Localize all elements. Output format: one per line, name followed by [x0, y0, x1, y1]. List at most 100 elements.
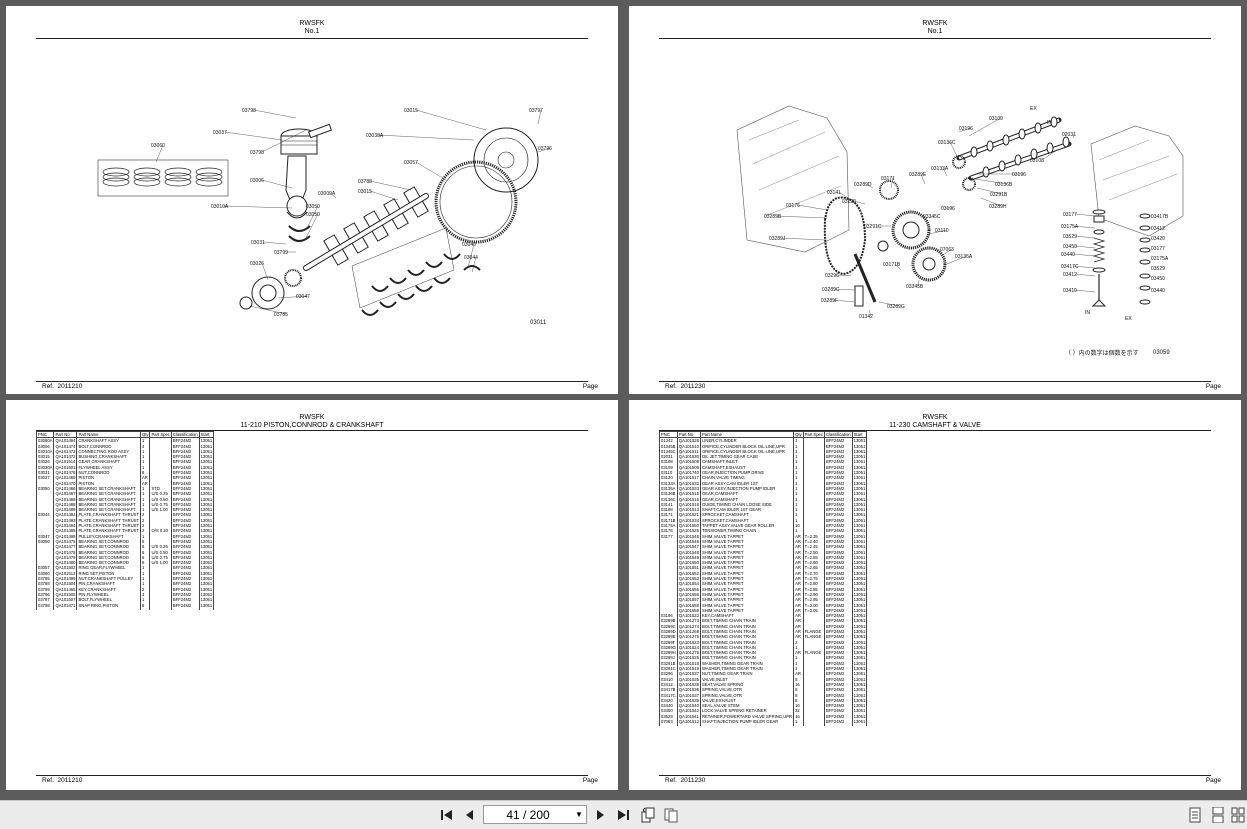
part-callout: 03440: [1151, 288, 1165, 294]
part-callout: 03108: [1030, 158, 1044, 164]
leader-line: [958, 127, 972, 133]
table-cell: [802, 501, 825, 508]
table-cell: 03057: [35, 565, 55, 571]
table-cell: 13051: [198, 470, 215, 476]
table-cell: 13051: [851, 597, 868, 603]
leader-line: [940, 248, 953, 257]
rotate-button[interactable]: [638, 805, 658, 825]
table-cell: SHIM,VALVE TAPPET: [699, 554, 795, 561]
part-callout: 03176: [786, 203, 800, 209]
table-cell: 13051: [851, 613, 868, 619]
continuous-view-button[interactable]: [1208, 805, 1228, 825]
table-cell: 13051: [198, 549, 215, 555]
table-cell: QA101269: [676, 628, 701, 635]
table-cell: BFF24M2: [823, 480, 853, 486]
piston-ring: [133, 167, 161, 177]
cam-lobe: [970, 146, 978, 158]
table-cell: QA101468: [53, 496, 78, 502]
table-cell: SHIM,VALVE TAPPET: [699, 586, 795, 592]
table-cell: QA101524: [676, 644, 701, 651]
table-cell: 13051: [851, 454, 868, 460]
table-cell: [802, 644, 825, 651]
main-bearing: [407, 269, 425, 276]
table-cell: BFF24M2: [823, 549, 853, 555]
table-cell: T=2.65: [802, 565, 825, 571]
table-cell: [802, 517, 825, 524]
table-cell: QA101495: [53, 528, 78, 534]
valve-part: [1139, 259, 1151, 265]
crank-pulley: [251, 276, 285, 310]
prev-page-button[interactable]: [460, 805, 480, 825]
page-number-select[interactable]: 41 / 200 ▼: [483, 805, 587, 824]
table-cell: SHIM,VALVE TAPPET: [699, 538, 795, 545]
table-cell: PLATE,CRANKSHAFT THRUST: [76, 528, 141, 534]
part-callout: 03175A: [1151, 256, 1169, 262]
table-cell: QA101517: [676, 475, 701, 481]
table-cell: [802, 475, 825, 481]
camshaft-sprocket: [879, 180, 899, 200]
table-cell: PISTON: [76, 480, 141, 486]
table-cell: PISTON: [76, 475, 141, 481]
table-cell: BFF24M2: [823, 464, 853, 471]
table-cell: BFF24M2: [823, 708, 853, 714]
part-callout: 03450: [1063, 244, 1077, 250]
table-cell: BFF24M2: [823, 687, 853, 693]
table-cell: 13051: [851, 618, 868, 624]
last-page-button[interactable]: [613, 805, 633, 825]
part-callout: 03177: [1151, 246, 1165, 252]
table-cell: BOLT,TIMING CHAIN TRAIN: [699, 639, 795, 645]
cam-lobe: [1034, 122, 1042, 134]
grid-view-button[interactable]: [1228, 805, 1247, 825]
next-page-button[interactable]: [590, 805, 610, 825]
table-cell: QA101478: [53, 549, 78, 555]
table-cell: [659, 724, 678, 727]
engine-head-outline: [1090, 125, 1184, 237]
valve-part: [1139, 273, 1151, 279]
table-cell: QA101474: [53, 443, 78, 449]
table-cell: U/S 0.50: [149, 549, 172, 555]
table-cell: BEARING SET,CONNROD: [76, 549, 141, 555]
table-cell: [802, 719, 825, 725]
table-cell: BFF24M2: [823, 533, 853, 539]
table-cell: QA101489: [53, 507, 78, 513]
table-cell: PLATE,CRANKSHAFT THRUST: [76, 523, 141, 529]
single-page-view-button[interactable]: [1185, 805, 1205, 825]
engine-block-detail: [748, 119, 842, 217]
part-callout: 03050: [306, 204, 320, 210]
table-cell: QA101514: [53, 459, 78, 465]
table-cell: 13051: [851, 512, 868, 518]
table-cell: SEAT,VALVE SPRING: [699, 681, 795, 688]
table-cell: [35, 517, 55, 524]
table-cell: BEARING SET,CRANKSHAFT: [76, 501, 141, 508]
first-page-button[interactable]: [437, 805, 457, 825]
table-cell: 13051: [851, 644, 868, 651]
table-cell: [802, 676, 825, 682]
valve-part: [1139, 237, 1151, 243]
table-cell: BFF24M2: [170, 586, 200, 592]
chain-tensioner: [854, 285, 864, 307]
table-cell: PLATE,CRANKSHAFT THRUST: [76, 517, 141, 524]
table-cell: 13051: [198, 491, 215, 497]
table-cell: [851, 724, 868, 727]
engine-block-outline: [736, 105, 850, 253]
part-callout: 03196: [1012, 172, 1026, 178]
leader-line: [369, 180, 412, 191]
table-cell: BFF24M2: [823, 560, 853, 566]
part-callout: 03799: [274, 250, 288, 256]
fit-page-button[interactable]: [661, 805, 681, 825]
part-callout: IN: [1047, 120, 1052, 126]
part-callout: 03289C: [822, 287, 840, 293]
table-cell: 03030A: [35, 464, 55, 471]
column-header: Part No: [676, 430, 701, 439]
table-cell: 13051: [198, 533, 215, 539]
table-cell: [35, 507, 55, 513]
